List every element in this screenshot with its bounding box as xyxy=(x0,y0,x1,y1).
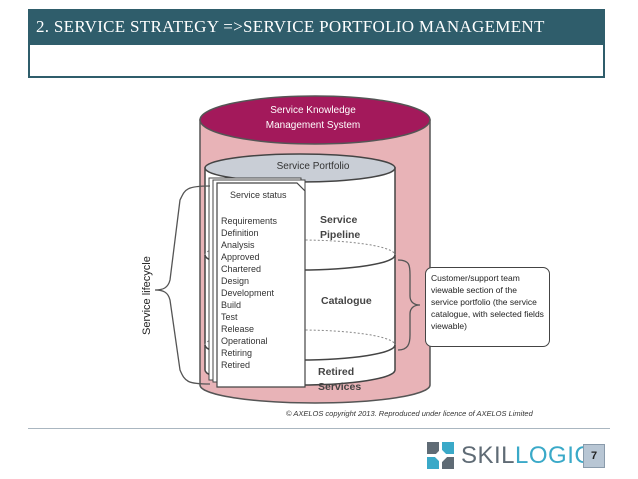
callout-text: Customer/support team viewable section o… xyxy=(431,273,544,331)
status-item: Operational xyxy=(221,336,268,346)
catalogue-callout: Customer/support team viewable section o… xyxy=(425,267,550,347)
retired-services-label: Retired Services xyxy=(318,366,362,393)
status-item: Build xyxy=(221,300,242,310)
slide-title-bar: 2. SERVICE STRATEGY =>SERVICE PORTFOLIO … xyxy=(28,9,605,45)
status-item: Approved xyxy=(221,252,260,262)
status-item: Chartered xyxy=(221,264,262,274)
skillogic-logo: SKILLOGIC xyxy=(425,440,592,472)
status-item: Retiring xyxy=(221,348,253,358)
skms-cylinder-top xyxy=(199,95,431,145)
service-portfolio-label: Service Portfolio xyxy=(276,161,350,172)
catalogue-label: Catalogue xyxy=(321,295,372,307)
status-item: Release xyxy=(221,324,255,334)
status-item: Requirements xyxy=(221,216,278,226)
status-item: Analysis xyxy=(221,240,255,250)
service-status-heading: Service status xyxy=(230,190,287,200)
lifecycle-brace xyxy=(154,185,211,385)
service-pipeline-label: Service Pipeline xyxy=(320,214,361,241)
slide-title: 2. SERVICE STRATEGY =>SERVICE PORTFOLIO … xyxy=(36,17,545,36)
status-item: Development xyxy=(221,288,275,298)
copyright-notice: © AXELOS copyright 2013. Reproduced unde… xyxy=(286,409,533,418)
subtitle-box xyxy=(28,45,605,78)
page-number: 7 xyxy=(583,444,605,468)
status-item: Definition xyxy=(221,228,259,238)
status-item: Retired xyxy=(221,360,251,370)
skms-label: Service Knowledge Management System xyxy=(265,105,361,131)
status-item: Design xyxy=(221,276,250,286)
footer-divider xyxy=(28,428,610,429)
service-status-list: Requirements Definition Analysis Approve… xyxy=(221,215,277,371)
logo-wordmark: SKILLOGIC xyxy=(461,442,593,469)
status-item: Test xyxy=(221,312,238,322)
service-lifecycle-label: Service lifecycle xyxy=(141,256,153,335)
status-card-front xyxy=(216,182,306,388)
catalogue-brace xyxy=(397,259,421,351)
logo-mark-icon xyxy=(427,442,454,469)
